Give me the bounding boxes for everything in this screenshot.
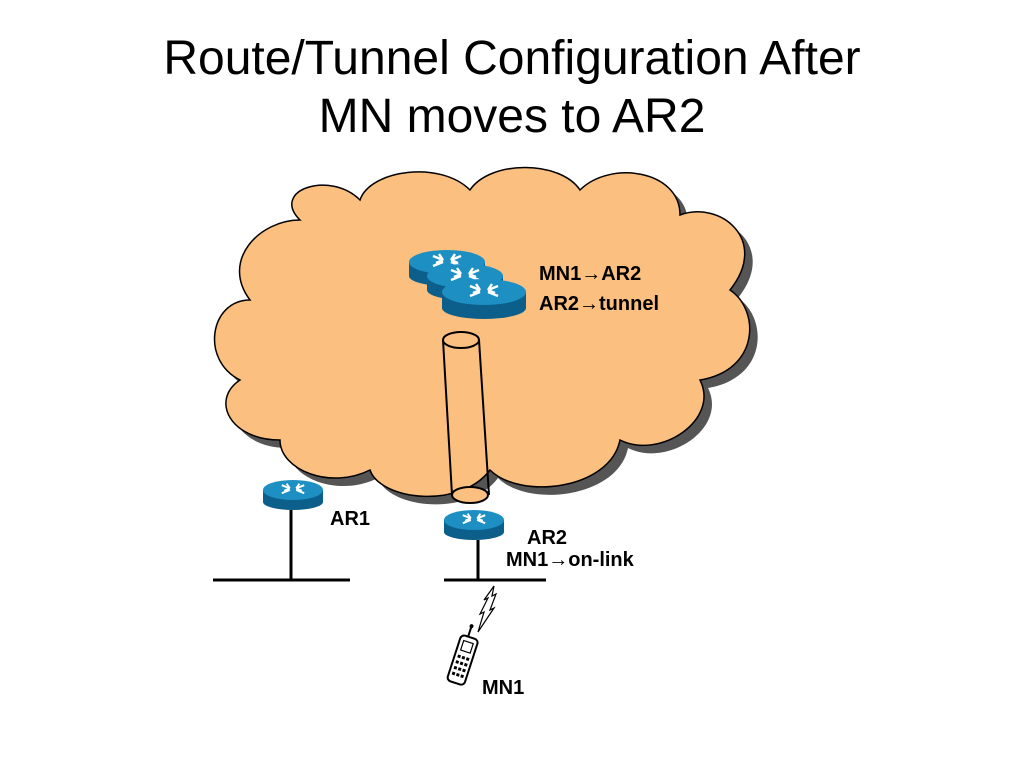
mn1-label: MN1	[482, 677, 524, 699]
mobile-phone-icon	[446, 624, 479, 686]
core-route-label-1: MN1→AR2	[539, 263, 641, 285]
ar1-router	[263, 480, 323, 510]
core-router-stack	[409, 250, 526, 319]
network-cloud	[213, 166, 751, 498]
ar2-router	[444, 510, 504, 540]
wireless-signal-icon	[477, 585, 498, 633]
ar1-label: AR1	[330, 508, 370, 530]
slide-title: Route/Tunnel Configuration After MN move…	[0, 30, 1024, 146]
ar2-label: AR2	[527, 527, 567, 549]
router-icon	[442, 279, 526, 319]
core-route-label-2: AR2→tunnel	[539, 293, 659, 315]
title-line-1: Route/Tunnel Configuration After	[163, 32, 861, 85]
tunnel	[442, 331, 490, 504]
title-line-2: MN moves to AR2	[318, 90, 706, 143]
ar2-route-label: MN1→on-link	[506, 549, 635, 571]
